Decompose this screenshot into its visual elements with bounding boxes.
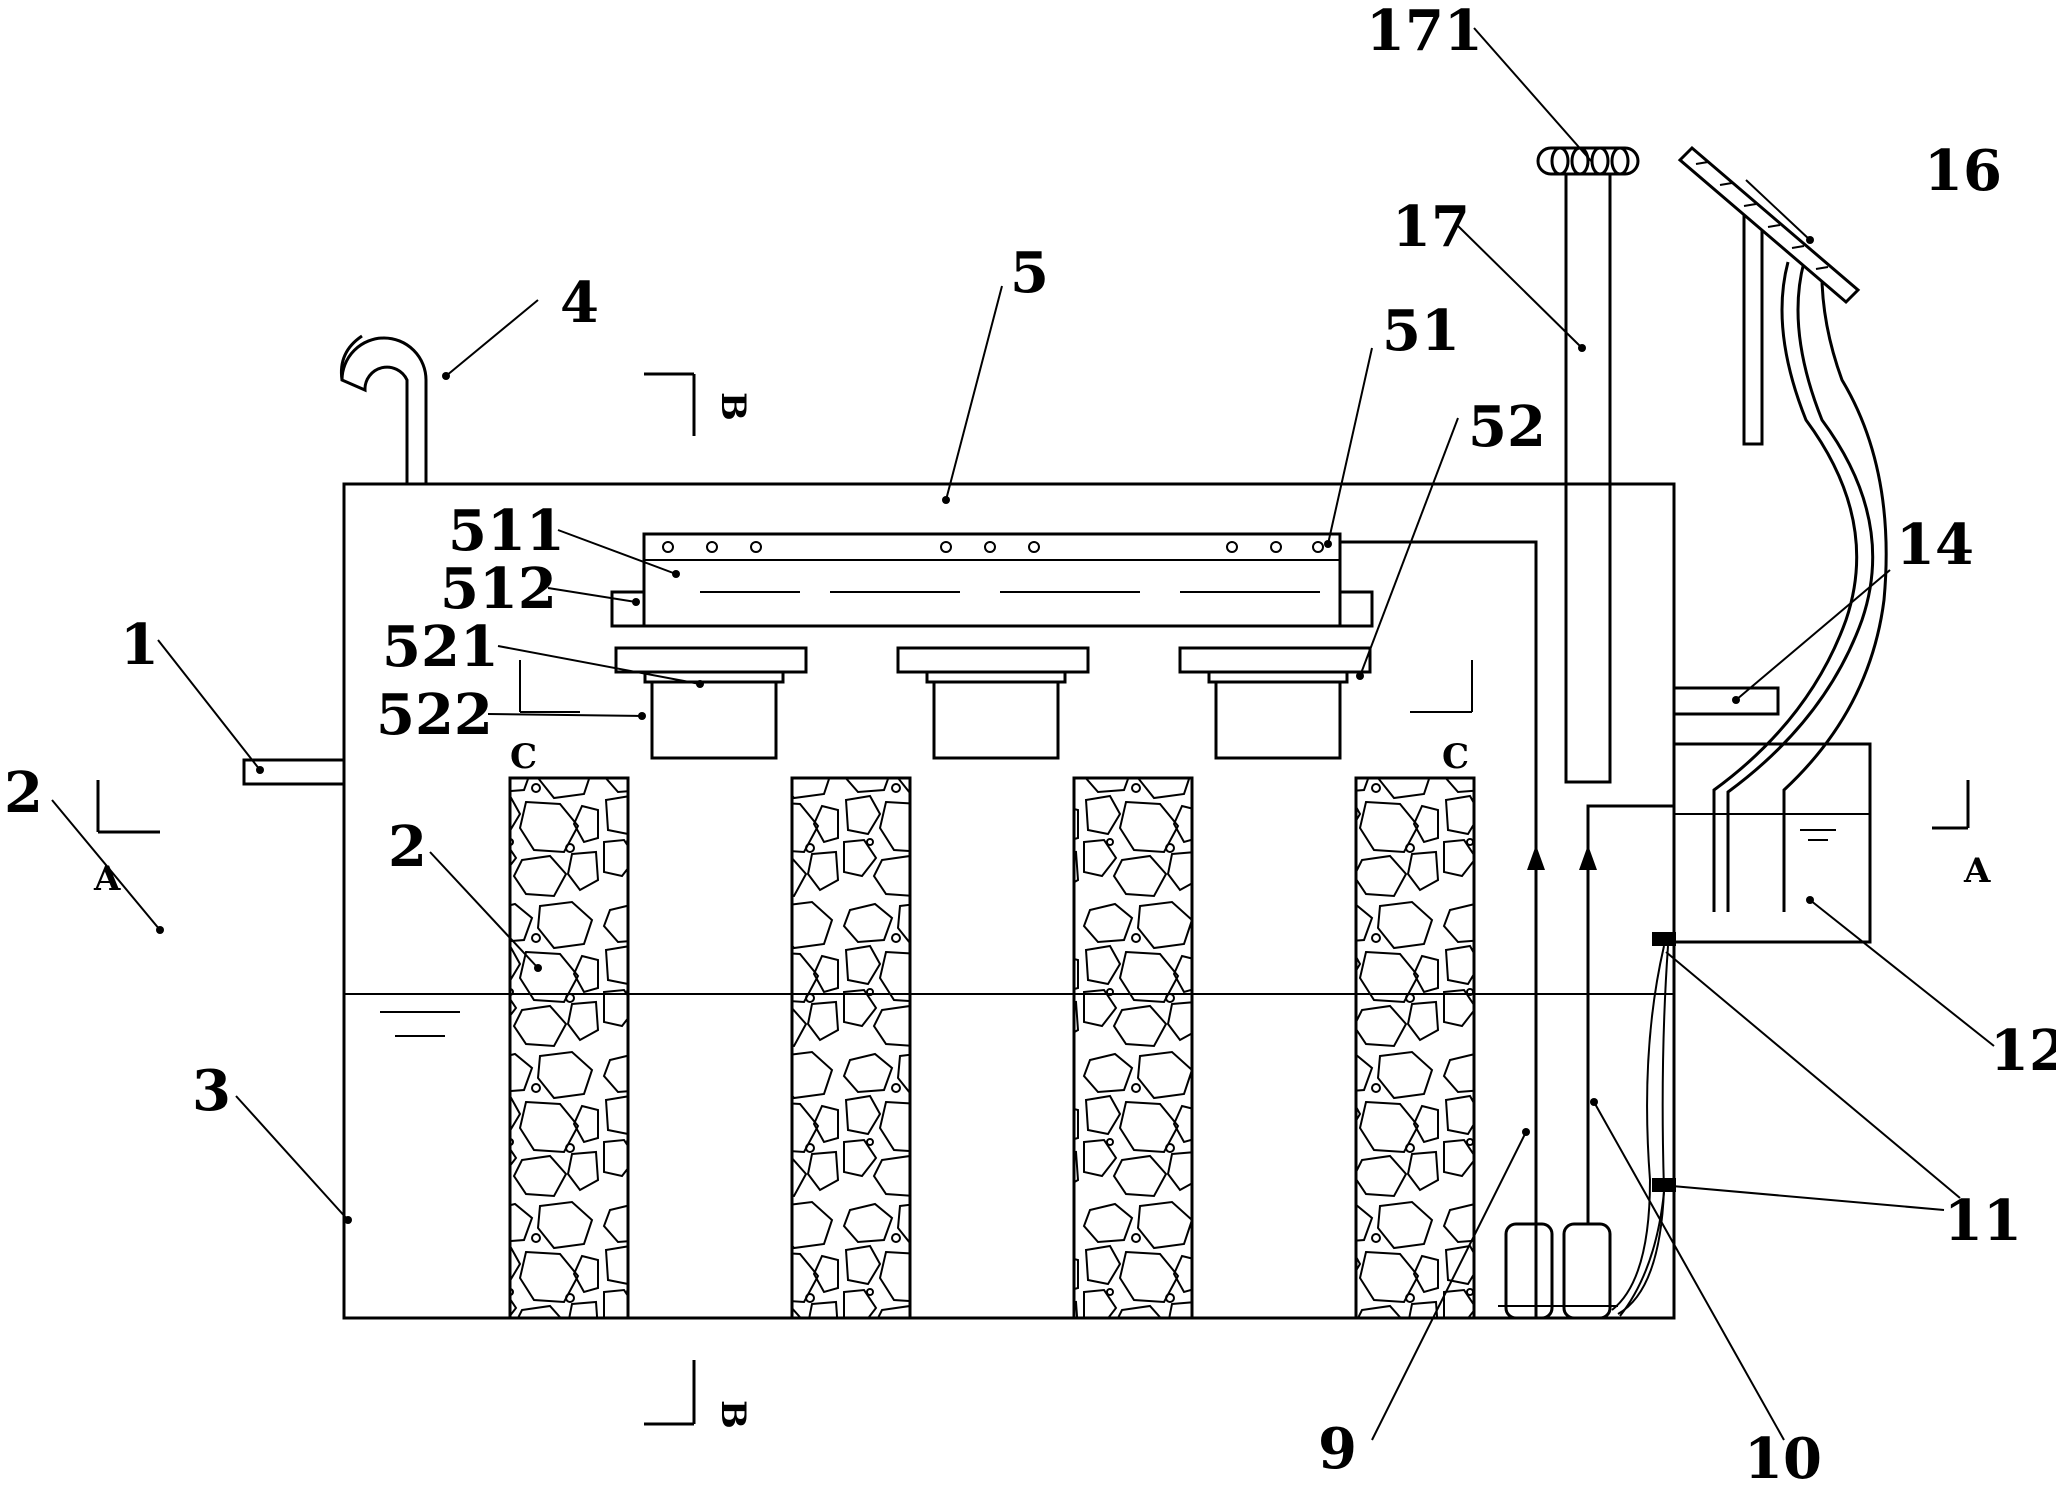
sensor-wire-2: [1617, 945, 1669, 1315]
vent-pipe-hook: [339, 334, 363, 381]
drip-tray-2: [896, 646, 1090, 760]
label-14: 14: [1896, 512, 1974, 578]
gravel-column-2: [790, 776, 912, 1320]
drop-tube-16: [1742, 214, 1764, 446]
leader-dots: [156, 236, 1814, 1224]
trough-weir-right: [1338, 590, 1374, 628]
label-2-left: 2: [4, 760, 43, 826]
label-2-inner: 2: [388, 814, 427, 880]
label-3: 3: [192, 1058, 231, 1124]
label-16: 16: [1924, 138, 2002, 204]
section-b-top: B: [713, 392, 753, 421]
pump-10: [1562, 1222, 1612, 1320]
outlet-pipe-14: [1672, 686, 1780, 716]
gravel-column-4: [1354, 776, 1476, 1320]
label-52: 52: [1468, 394, 1546, 460]
inclined-panel-16: [1677, 145, 1861, 305]
pump-10-pipe: [1586, 804, 1674, 1224]
hose-left: [1712, 261, 1859, 912]
section-a-left: A: [93, 859, 121, 899]
label-12: 12: [1990, 1018, 2056, 1084]
gravel-column-3: [1072, 776, 1194, 1320]
label-171: 171: [1366, 0, 1483, 64]
section-mark-b-top: [644, 372, 696, 436]
section-b-bottom: B: [713, 1400, 753, 1429]
label-511: 511: [448, 498, 565, 564]
leader-lines: [51, 27, 1995, 1441]
label-5: 5: [1010, 240, 1049, 306]
section-c-left: C: [510, 737, 537, 777]
label-17: 17: [1392, 194, 1470, 260]
vent-pipe: [340, 336, 428, 484]
hose-right: [1782, 261, 1888, 912]
valve-171: [1536, 146, 1640, 176]
trough-holes: [662, 541, 1324, 553]
label-512: 512: [440, 556, 557, 622]
section-c-right: C: [1442, 737, 1469, 777]
sensor-11-upper: [1652, 932, 1676, 946]
label-9: 9: [1318, 1416, 1357, 1482]
label-1: 1: [120, 612, 159, 678]
dosing-box-12: [1672, 742, 1872, 944]
section-a-right: A: [1963, 851, 1991, 891]
label-10: 10: [1744, 1426, 1822, 1488]
hose-left-inner: [1726, 261, 1875, 912]
drip-tray-1: [614, 646, 808, 760]
gravel-column-1: [508, 776, 630, 1320]
inlet-pipe: [242, 758, 346, 786]
sensor-wire-3: [1619, 1191, 1665, 1317]
label-11: 11: [1944, 1188, 2022, 1254]
pump-9: [1504, 1222, 1554, 1320]
flow-arrow-10: [1579, 845, 1597, 870]
label-4: 4: [560, 270, 599, 336]
section-mark-a-right: [1932, 780, 1970, 830]
section-mark-a-left: [96, 780, 160, 834]
label-51: 51: [1382, 298, 1460, 364]
vertical-pipe-17: [1564, 172, 1612, 784]
section-mark-b-bottom: [644, 1360, 696, 1426]
label-522: 522: [376, 682, 493, 748]
distribution-trough: [642, 532, 1342, 628]
trough-weir-left: [610, 590, 646, 628]
drip-tray-3: [1178, 646, 1372, 760]
trough-feed-pipe: [1340, 540, 1538, 1318]
sensor-wire-1: [1611, 945, 1665, 1311]
flow-arrow-9: [1527, 845, 1545, 870]
label-521: 521: [382, 614, 499, 680]
